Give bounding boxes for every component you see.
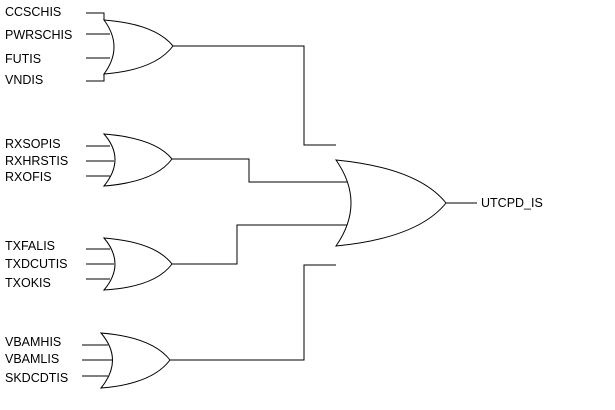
or-gate-3-body (102, 237, 173, 291)
or-gate-1-body (102, 19, 174, 75)
input-wire-ccschis (86, 12, 105, 20)
interconnect-wires (170, 45, 477, 361)
or-gate-2-body (102, 133, 173, 187)
wire-gate4-to-final (170, 264, 336, 361)
input-label-vbamlis: VBAMLIS (5, 352, 59, 366)
input-label-rxofis: RXOFIS (5, 170, 52, 184)
input-label-pwrschis: PWRSCHIS (5, 28, 72, 42)
wire-gate2-to-final (172, 158, 348, 183)
or-gate-3: TXFALIS TXDCUTIS TXOKIS (5, 237, 173, 291)
input-label-txfalis: TXFALIS (5, 239, 55, 253)
input-label-vndis: VNDIS (5, 73, 43, 87)
wire-gate1-to-final (173, 45, 336, 146)
input-wire-vndis (86, 74, 105, 82)
output-label: UTCPD_IS (481, 196, 543, 210)
or-gate-1: CCSCHIS PWRSCHIS FUTIS VNDIS (5, 5, 174, 87)
input-label-txokis: TXOKIS (5, 276, 51, 290)
input-label-vbamhis: VBAMHIS (5, 335, 61, 349)
or-gate-4-body (99, 332, 171, 389)
input-label-ccschis: CCSCHIS (5, 5, 61, 19)
or-gate-2: RXSOPIS RXHRSTIS RXOFIS (5, 133, 173, 187)
input-label-skdcdtis: SKDCDTIS (5, 371, 68, 385)
or-gate-final-body (334, 159, 447, 247)
input-label-txdcutis: TXDCUTIS (5, 257, 68, 271)
or-gate-final: UTCPD_IS (334, 159, 543, 247)
wire-gate3-to-final (172, 224, 348, 265)
input-label-futis: FUTIS (5, 52, 41, 66)
input-label-rxsopis: RXSOPIS (5, 137, 61, 151)
input-label-rxhrstis: RXHRSTIS (5, 154, 68, 168)
or-gate-4: VBAMHIS VBAMLIS SKDCDTIS (5, 332, 171, 389)
